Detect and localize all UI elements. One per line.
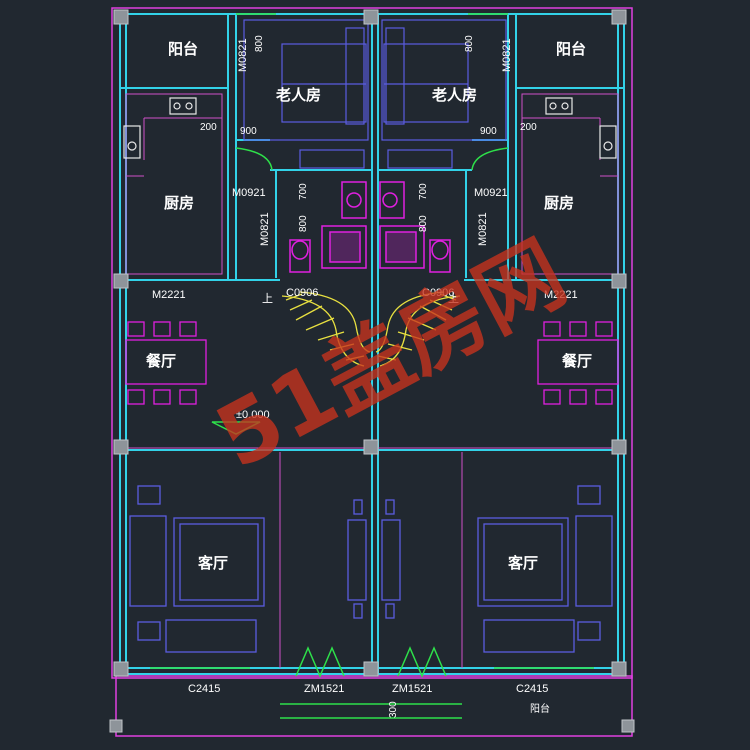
dining-label-right: 餐厅: [562, 352, 592, 370]
dining-label-left: 餐厅: [146, 352, 176, 370]
door-code-m0821-top-right: M0821: [501, 38, 513, 72]
kitchen-label-right: 厨房: [544, 194, 574, 212]
dim-800-mid-right: 800: [418, 215, 429, 232]
dim-700-right: 700: [418, 183, 429, 200]
door-code-zm1521-right: ZM1521: [392, 683, 432, 695]
elder-room-label-right: 老人房: [431, 86, 477, 104]
stair-up-marker-left: 上: [262, 292, 273, 305]
door-code-m0821-mid-left: M0821: [259, 212, 271, 246]
living-label-right: 客厅: [507, 554, 538, 572]
dim-800-mid-left: 800: [298, 215, 309, 232]
stair-up-marker-right: 上: [448, 292, 459, 305]
balcony-label-top-right: 阳台: [556, 40, 586, 58]
door-code-zm1521-left: ZM1521: [304, 683, 344, 695]
door-code-m0921-right: M0921: [474, 187, 508, 199]
dim-800-top-left: 800: [254, 35, 265, 52]
dim-800-top-right: 800: [464, 35, 475, 52]
dim-900-right: 900: [480, 126, 497, 137]
window-code-c2415-right: C2415: [516, 683, 548, 695]
dim-900-left: 900: [240, 126, 257, 137]
window-code-c0906-right: C0906: [422, 287, 454, 299]
dim-200-right: 200: [520, 122, 537, 133]
elder-room-label-left: 老人房: [275, 86, 321, 104]
window-code-c2415-left: C2415: [188, 683, 220, 695]
door-code-m2221-left: M2221: [152, 289, 186, 301]
level-marker: ±0.000: [236, 409, 270, 421]
door-code-m2221-right: M2221: [544, 289, 578, 301]
kitchen-label-left: 厨房: [164, 194, 194, 212]
window-code-c0906-left: C0906: [286, 287, 318, 299]
door-code-m0921-left: M0921: [232, 187, 266, 199]
living-label-left: 客厅: [197, 554, 228, 572]
door-code-m0821-top-left: M0821: [237, 38, 249, 72]
balcony-label-top-left: 阳台: [168, 40, 198, 58]
door-code-m0821-mid-right: M0821: [477, 212, 489, 246]
dim-700-left: 700: [298, 183, 309, 200]
watermark: 51盖房网: [201, 223, 581, 489]
dim-200-left: 200: [200, 122, 217, 133]
dim-300-bottom: 300: [388, 701, 399, 718]
balcony-label-bottom: 阳台: [530, 702, 550, 715]
